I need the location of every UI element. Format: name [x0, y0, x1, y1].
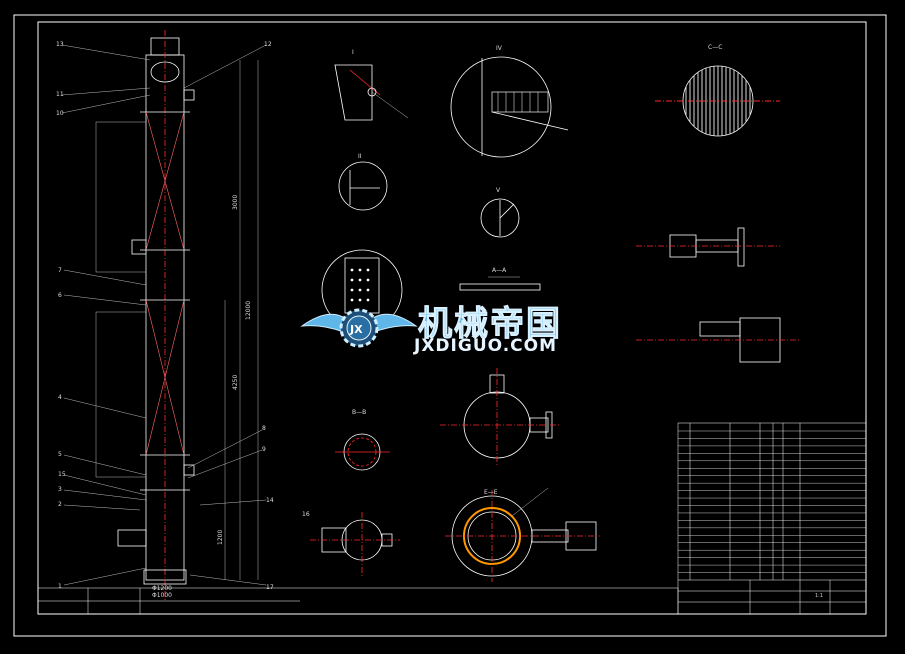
svg-text:C—C: C—C — [708, 44, 722, 51]
svg-text:4250: 4250 — [232, 375, 239, 390]
svg-text:Φ1000: Φ1000 — [152, 592, 172, 599]
section-BB: B—B — [335, 409, 390, 471]
watermark-url: JXDIGUO.COM — [414, 336, 558, 356]
svg-text:5: 5 — [58, 451, 62, 458]
svg-text:8: 8 — [262, 425, 266, 432]
svg-text:15: 15 — [58, 471, 66, 478]
column-elevation — [61, 30, 267, 600]
svg-text:10: 10 — [56, 110, 64, 117]
section-AA: A—A — [459, 267, 541, 291]
svg-text:B—B: B—B — [352, 409, 366, 416]
vessel-section — [440, 368, 560, 465]
svg-text:I: I — [352, 49, 354, 56]
detail-V: V — [480, 187, 520, 238]
svg-text:A—A: A—A — [492, 267, 507, 274]
svg-text:2: 2 — [58, 501, 62, 508]
dimension-texts: Φ1000 Φ1200 12000 4250 3000 1200 — [152, 195, 252, 599]
nozzle-detail-1 — [636, 227, 780, 267]
svg-text:Φ1200: Φ1200 — [152, 585, 172, 592]
svg-text:1:1: 1:1 — [815, 593, 823, 599]
watermark-title: 机械帝国 — [418, 304, 562, 345]
outer-border — [13, 14, 887, 637]
detail-IV: IV — [450, 45, 569, 158]
svg-text:16: 16 — [302, 511, 310, 518]
parts-list-table — [677, 422, 867, 615]
svg-text:6: 6 — [58, 292, 62, 299]
section-EE: E—E — [445, 487, 600, 582]
nozzle-section-left — [310, 512, 400, 578]
svg-text:IV: IV — [496, 45, 503, 52]
svg-text:7: 7 — [58, 267, 62, 274]
detail-I: I — [334, 49, 409, 121]
svg-text:12: 12 — [264, 41, 272, 48]
nozzle-detail-2 — [636, 317, 800, 363]
svg-text:12000: 12000 — [245, 301, 252, 320]
detail-II: II — [338, 153, 388, 211]
callout-labels: 13 11 10 12 7 6 4 5 1 8 9 14 15 3 2 17 1… — [56, 41, 310, 591]
svg-text:II: II — [358, 153, 362, 160]
svg-text:E—E: E—E — [484, 489, 498, 496]
svg-text:3000: 3000 — [232, 195, 239, 210]
title-block: 1:1 — [37, 579, 866, 615]
svg-text:9: 9 — [262, 446, 266, 453]
watermark: JX 机械帝国 JXDIGUO.COM — [300, 296, 600, 360]
svg-text:V: V — [496, 187, 501, 194]
svg-text:1: 1 — [58, 583, 62, 590]
parts-list-rows — [678, 430, 866, 573]
svg-text:JX: JX — [349, 323, 363, 336]
svg-text:4: 4 — [58, 394, 62, 401]
svg-text:13: 13 — [56, 41, 64, 48]
svg-text:14: 14 — [266, 497, 274, 504]
svg-text:1200: 1200 — [217, 530, 224, 545]
svg-text:3: 3 — [58, 486, 62, 493]
svg-text:11: 11 — [56, 91, 64, 98]
svg-text:17: 17 — [266, 584, 274, 591]
gear-wings-logo-icon: JX — [300, 308, 418, 348]
